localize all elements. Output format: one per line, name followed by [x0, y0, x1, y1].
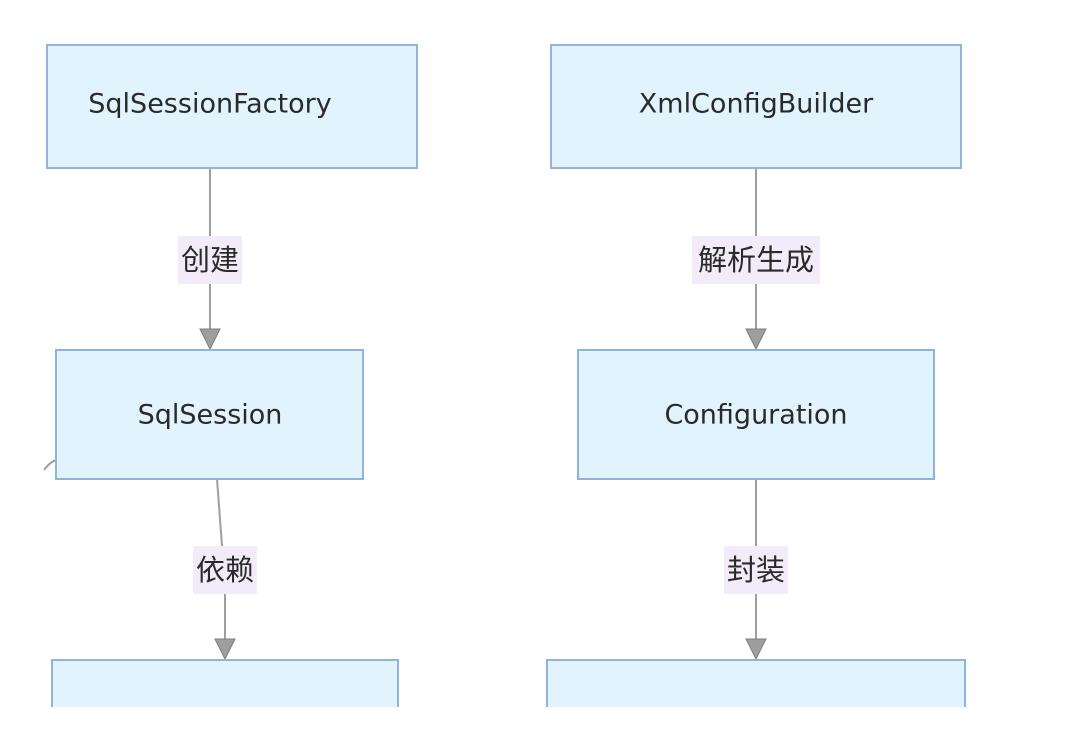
node-configuration: Configuration	[577, 349, 935, 480]
arrow-head-icon	[745, 638, 767, 661]
edge-label-parse-generate: 解析生成	[698, 243, 814, 277]
edge-partial-left	[43, 459, 57, 471]
edge-label-create: 创建	[181, 243, 239, 277]
arrow-head-icon	[214, 638, 236, 661]
edge-create: 创建	[178, 168, 242, 351]
node-label: SqlSession	[138, 400, 283, 431]
edge-parse-generate: 解析生成	[692, 168, 820, 351]
edge-label-bg	[692, 236, 820, 284]
node-label: Configuration	[664, 400, 847, 431]
edge-depend: 依赖	[193, 478, 257, 661]
node-sql-session: SqlSession	[55, 349, 364, 480]
edge-label-bg	[178, 236, 242, 284]
arrow-head-icon	[745, 328, 767, 351]
arrow-head-icon	[199, 328, 221, 351]
bottom-crop-band	[0, 707, 1080, 732]
node-sql-session-factory: SqlSessionFactory	[46, 44, 418, 169]
edge-label-bg	[724, 546, 788, 594]
node-xml-config-builder: XmlConfigBuilder	[550, 44, 962, 169]
node-label: SqlSessionFactory	[88, 89, 331, 120]
node-label: XmlConfigBuilder	[639, 89, 874, 120]
edge-label-depend: 依赖	[196, 553, 254, 587]
edge-label-bg	[193, 546, 257, 594]
edge-encapsulate: 封装	[724, 479, 788, 661]
edge-label-encapsulate: 封装	[727, 553, 785, 587]
